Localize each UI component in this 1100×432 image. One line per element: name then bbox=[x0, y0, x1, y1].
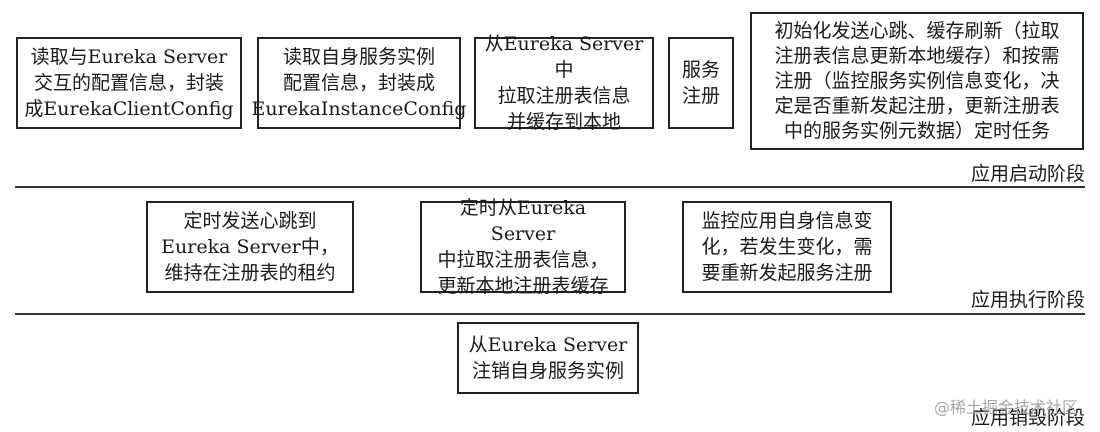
startup-read-instance-config-box: 读取自身服务实例 配置信息，封装成 EurekaInstanceConfig bbox=[252, 37, 466, 129]
running-refresh-registry-box: 定时从Eureka Server 中拉取注册表信息， 更新本地注册表缓存 bbox=[420, 197, 626, 297]
watermark-text: @稀土掘金技术社区 bbox=[933, 398, 1078, 417]
running-heartbeat-text: 定时发送心跳到 Eureka Server中， 维持在注册表的租约 bbox=[161, 210, 339, 284]
running-monitor-text: 监控应用自身信息变 化，若发生变化，需 要重新发起服务注册 bbox=[701, 210, 873, 284]
running-divider-line bbox=[15, 313, 1085, 315]
shutdown-stage-label: 应用销毁阶段 bbox=[970, 407, 1085, 429]
startup-fetch-registry-box: 从Eureka Server中 拉取注册表信息 并缓存到本地 bbox=[474, 33, 654, 133]
startup-read-client-config-box: 读取与Eureka Server 交互的配置信息，封装 成EurekaClien… bbox=[16, 37, 242, 129]
shutdown-deregister-box: 从Eureka Server 注销自身服务实例 bbox=[457, 322, 639, 394]
startup-read-instance-config-text: 读取自身服务实例 配置信息，封装成 EurekaInstanceConfig bbox=[251, 46, 467, 120]
startup-divider-line bbox=[15, 186, 1085, 188]
startup-fetch-registry-text: 从Eureka Server中 拉取注册表信息 并缓存到本地 bbox=[484, 33, 644, 133]
running-heartbeat-box: 定时发送心跳到 Eureka Server中， 维持在注册表的租约 bbox=[146, 201, 354, 293]
startup-read-client-config-text: 读取与Eureka Server 交互的配置信息，封装 成EurekaClien… bbox=[24, 46, 234, 120]
startup-init-tasks-text: 初始化发送心跳、缓存刷新（拉取 注册表信息更新本地缓存）和按需 注册（监控服务实… bbox=[774, 19, 1060, 142]
running-stage-label: 应用执行阶段 bbox=[970, 289, 1085, 311]
startup-register-box: 服务 注册 bbox=[668, 37, 734, 129]
startup-stage-label: 应用启动阶段 bbox=[970, 163, 1085, 185]
startup-register-text: 服务 注册 bbox=[681, 59, 720, 107]
startup-init-tasks-box: 初始化发送心跳、缓存刷新（拉取 注册表信息更新本地缓存）和按需 注册（监控服务实… bbox=[750, 12, 1084, 150]
running-refresh-registry-text: 定时从Eureka Server 中拉取注册表信息， 更新本地注册表缓存 bbox=[437, 197, 609, 297]
shutdown-deregister-text: 从Eureka Server 注销自身服务实例 bbox=[468, 334, 628, 382]
running-monitor-box: 监控应用自身信息变 化，若发生变化，需 要重新发起服务注册 bbox=[682, 201, 892, 293]
